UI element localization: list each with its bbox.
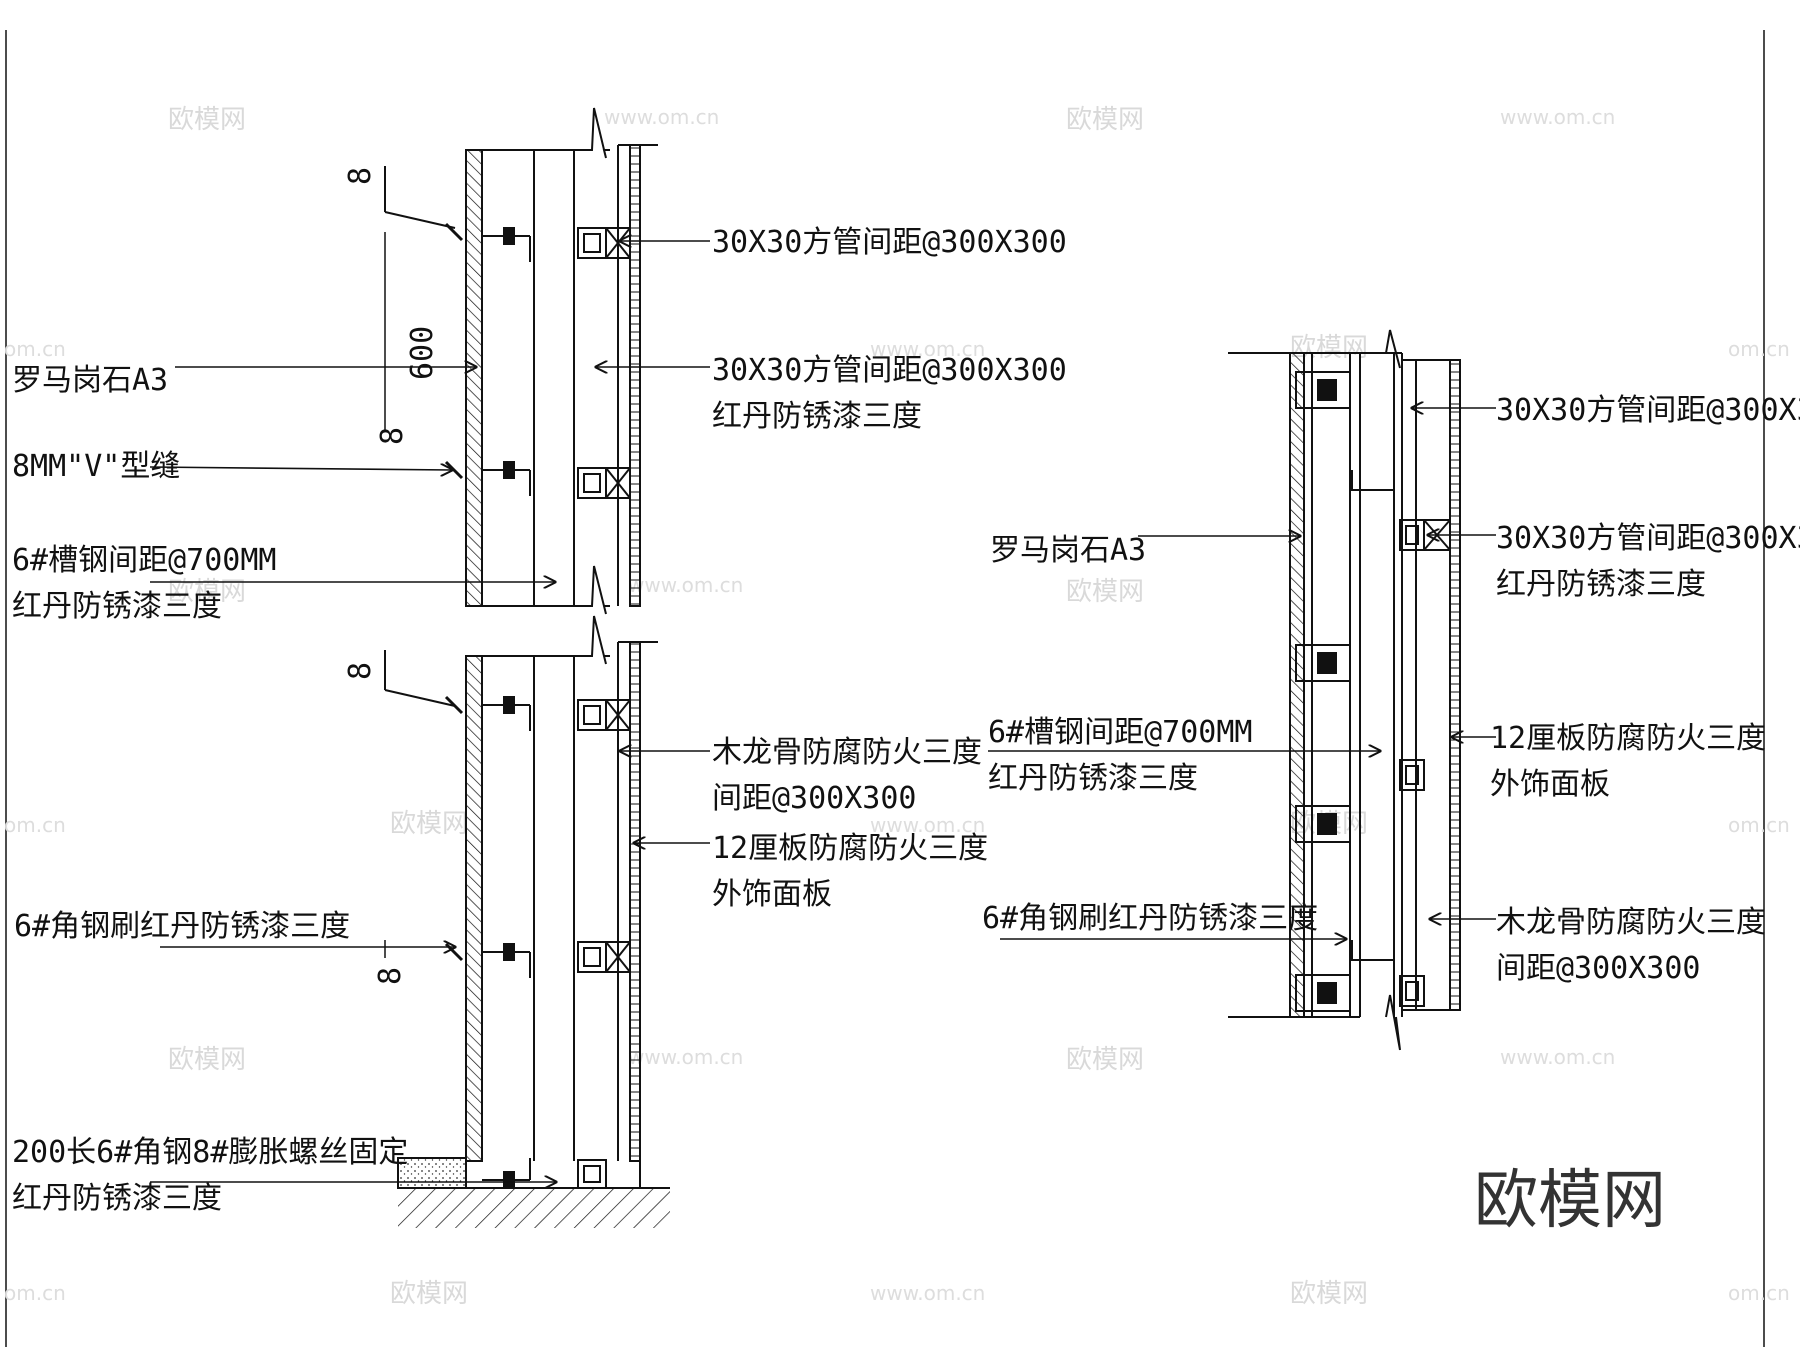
watermark-brand: 欧模网 <box>1066 577 1144 607</box>
left-label-tube-b-2: 红丹防锈漆三度 <box>712 399 922 434</box>
right-board <box>1449 359 1461 1011</box>
right-label-wood-1: 木龙骨防腐防火三度 <box>1496 905 1766 940</box>
watermark-url: www.om.cn <box>1500 105 1615 129</box>
right-label-tube-b-1: 30X30方管间距@300X300 <box>1496 521 1800 556</box>
left-section <box>384 107 670 1228</box>
watermark-brand: 欧模网 <box>1066 105 1144 135</box>
left-dim-gap-mid: 8 <box>375 427 410 445</box>
right-label-stone: 罗马岗石A3 <box>990 533 1146 568</box>
left-leaders <box>149 241 710 1182</box>
right-label-channel-1: 6#槽钢间距@700MM <box>988 715 1253 750</box>
watermark-brand: 欧模网 <box>390 1279 468 1309</box>
left-floor-screed <box>397 1157 467 1189</box>
watermark-url: www.om.cn <box>870 337 985 361</box>
left-label-tube-b-1: 30X30方管间距@300X300 <box>712 353 1067 388</box>
left-dim-gap-second: 8 <box>343 662 378 680</box>
right-leaders <box>988 408 1496 939</box>
right-label-channel-2: 红丹防锈漆三度 <box>988 761 1198 796</box>
watermark-brand: 欧模网 <box>1290 1279 1368 1309</box>
left-label-stone: 罗马岗石A3 <box>12 363 168 398</box>
left-label-anchor-2: 红丹防锈漆三度 <box>12 1181 222 1216</box>
left-board-lower <box>629 641 641 1162</box>
left-label-v-joint: 8MM"V"型缝 <box>12 449 180 484</box>
left-stone-upper <box>465 149 483 607</box>
left-stone-lower <box>465 655 483 1162</box>
right-label-angle: 6#角钢刷红丹防锈漆三度 <box>982 901 1318 936</box>
watermark-brand: 欧模网 <box>168 105 246 135</box>
watermark-url: www.om.cn <box>870 813 985 837</box>
right-label-tube-b-2: 红丹防锈漆三度 <box>1496 567 1706 602</box>
watermark-url-short: om.cn <box>4 1281 66 1305</box>
watermark-url: www.om.cn <box>870 1281 985 1305</box>
left-floor-ground <box>398 1188 670 1228</box>
right-label-wood-2: 间距@300X300 <box>1496 951 1701 986</box>
left-label-board-1: 12厘板防腐防火三度 <box>712 831 988 866</box>
left-label-wood-2: 间距@300X300 <box>712 781 917 816</box>
watermark-url-short: om.cn <box>1728 1281 1790 1305</box>
watermark-url-short: om.cn <box>4 337 66 361</box>
watermark-url-short: om.cn <box>4 813 66 837</box>
watermark-url: www.om.cn <box>628 1045 743 1069</box>
left-label-channel-2: 红丹防锈漆三度 <box>12 589 222 624</box>
right-label-board-1: 12厘板防腐防火三度 <box>1490 721 1766 756</box>
left-board-upper <box>629 144 641 607</box>
watermark-url: www.om.cn <box>1500 1045 1615 1069</box>
left-label-angle: 6#角钢刷红丹防锈漆三度 <box>14 909 350 944</box>
right-label-tube-a: 30X30方管间距@300X300 <box>1496 393 1800 428</box>
left-dim-gap-top: 8 <box>343 167 378 185</box>
left-dim-spacing: 600 <box>405 326 440 380</box>
left-dim-gap-bottom: 8 <box>373 967 408 985</box>
right-label-board-2: 外饰面板 <box>1490 767 1610 802</box>
left-label-wood-1: 木龙骨防腐防火三度 <box>712 735 982 770</box>
watermark-url-short: om.cn <box>1728 337 1790 361</box>
watermark-brand: 欧模网 <box>390 809 468 839</box>
watermark-url-short: om.cn <box>1728 813 1790 837</box>
left-label-tube-a: 30X30方管间距@300X300 <box>712 225 1067 260</box>
right-section <box>1228 329 1461 1051</box>
left-label-board-2: 外饰面板 <box>712 877 832 912</box>
left-label-channel-1: 6#槽钢间距@700MM <box>12 543 277 578</box>
watermark-url: www.om.cn <box>628 573 743 597</box>
watermark-layer: 欧模网欧模网欧模网欧模网欧模网欧模网欧模网欧模网欧模网欧模网欧模网www.om.… <box>4 105 1790 1309</box>
watermark-url: www.om.cn <box>604 105 719 129</box>
brand-logo: 欧模网 <box>1474 1164 1666 1238</box>
watermark-brand: 欧模网 <box>168 1045 246 1075</box>
watermark-brand: 欧模网 <box>1066 1045 1144 1075</box>
left-label-anchor-1: 200长6#角钢8#膨胀螺丝固定 <box>12 1135 408 1170</box>
